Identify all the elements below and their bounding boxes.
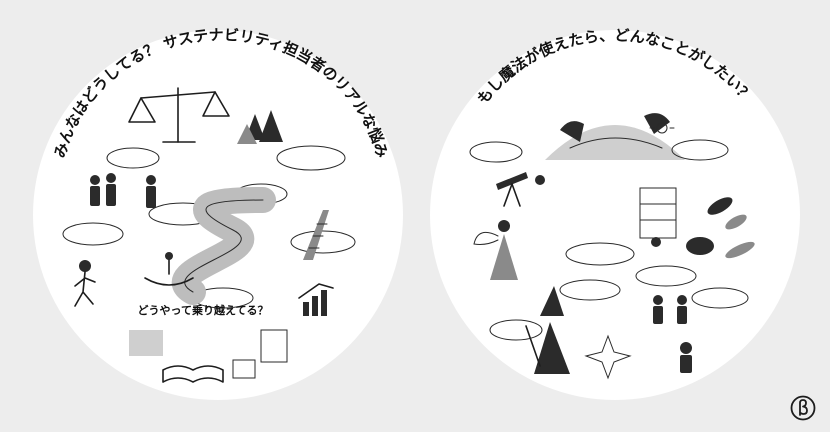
balance-scale-icon	[128, 87, 230, 143]
telescope-icon	[496, 172, 545, 207]
globe-icon	[545, 113, 685, 160]
walking-person-icon	[74, 260, 96, 307]
fairy-figure-icon	[473, 220, 518, 280]
right-panel-title: もし魔法が使えたら、どんなことがしたい？	[474, 26, 756, 107]
bar-chart-icon	[298, 283, 334, 316]
food-items-icon	[686, 197, 755, 259]
left-illustration: みんなはどうしてる？ サステナビリティ担当者のリアルな悩み	[51, 26, 391, 383]
speech-bubble-icon	[469, 139, 749, 341]
sun-icon	[649, 115, 675, 134]
right-illustration-panel: もし魔法が使えたら、どんなことがしたい？	[430, 26, 800, 400]
store-shelf-icon	[639, 187, 677, 247]
staircase-icon	[303, 210, 329, 260]
wizard-icon	[525, 286, 570, 374]
left-panel-title: みんなはどうしてる？ サステナビリティ担当者のリアルな悩み	[51, 26, 391, 160]
left-illustration-panel: みんなはどうしてる？ サステナビリティ担当者のリアルな悩み	[33, 26, 403, 400]
people-group-icon	[653, 295, 692, 373]
right-illustration: もし魔法が使えたら、どんなことがしたい？	[469, 26, 756, 380]
sparkle-icon	[584, 334, 632, 380]
people-group-icon	[90, 173, 156, 208]
boat-icon	[144, 252, 194, 286]
left-panel-caption: どうやって乗り越えてる？	[138, 303, 269, 317]
winding-river-icon	[171, 187, 276, 305]
open-book-icon	[129, 329, 288, 383]
forest-trees-icon	[237, 110, 283, 144]
beta-logo-icon	[790, 395, 816, 421]
